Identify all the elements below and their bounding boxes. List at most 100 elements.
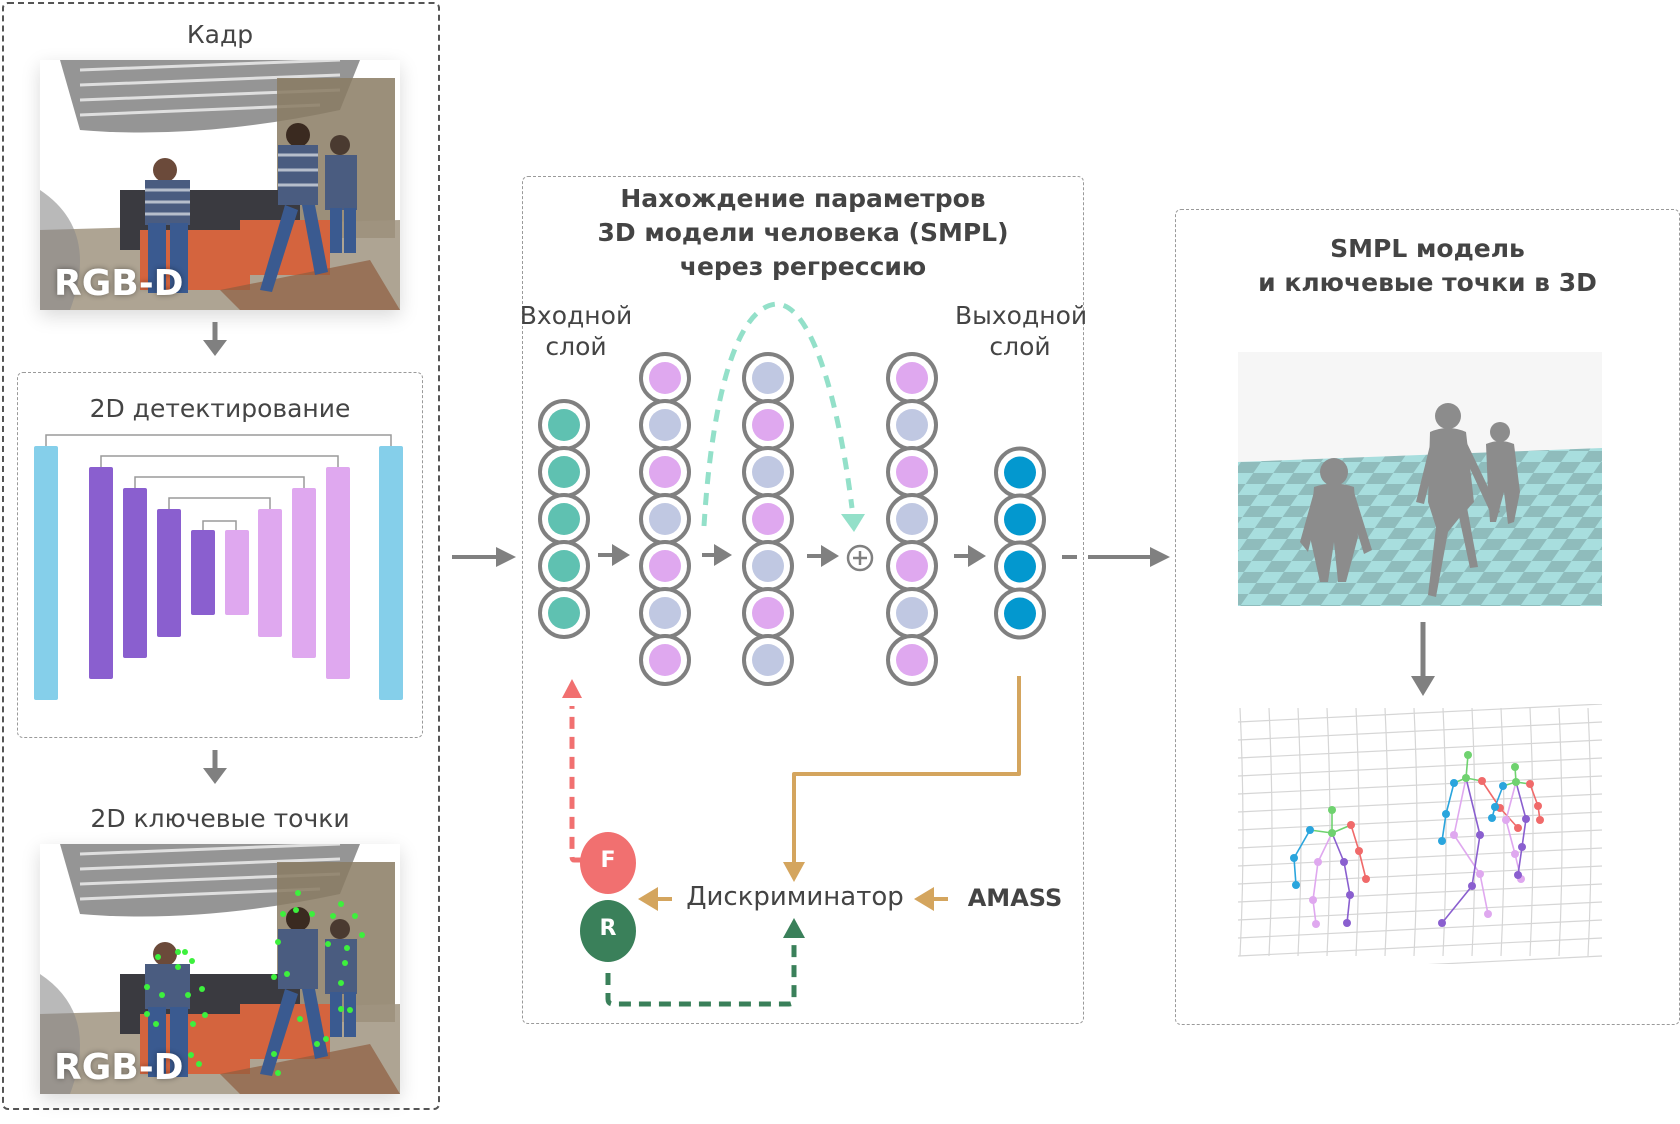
person-walking	[260, 123, 328, 292]
grid-line-vertical	[1558, 707, 1563, 957]
neuron-hidden	[896, 409, 928, 441]
joint	[1340, 858, 1348, 866]
grid-line-horizontal	[1237, 847, 1603, 867]
grid-line-horizontal	[1237, 901, 1603, 921]
neural-network-diagram	[538, 301, 1077, 1007]
neuron-hidden	[752, 644, 784, 676]
joint	[1328, 806, 1336, 814]
bone	[1346, 894, 1351, 924]
grid-line-horizontal	[1237, 721, 1603, 741]
unet-diagram	[34, 434, 403, 700]
fake-label: F	[600, 848, 616, 873]
bone	[1358, 850, 1367, 880]
rgbd-keypoints-image: RGB-D	[40, 844, 400, 1094]
joint	[1484, 910, 1492, 918]
real-label: R	[599, 916, 617, 941]
grid-line-horizontal	[1237, 883, 1603, 903]
bone	[1505, 781, 1517, 821]
joint	[1450, 831, 1458, 839]
neuron-hidden	[649, 644, 681, 676]
joint	[1511, 763, 1519, 771]
fake-node	[580, 832, 636, 894]
person-far	[325, 135, 357, 253]
grid-line-horizontal	[1237, 919, 1603, 939]
smpl-render-image	[1238, 352, 1602, 606]
bone	[1517, 846, 1523, 876]
unet-bar	[379, 446, 403, 700]
neuron-input	[548, 409, 580, 441]
joint	[1468, 882, 1476, 890]
bone	[1521, 818, 1527, 848]
regression-panel	[522, 176, 1084, 1024]
joint	[1343, 919, 1351, 927]
bone	[1343, 861, 1351, 896]
unet-bar	[258, 509, 282, 637]
joint	[1502, 816, 1510, 824]
joint	[1491, 803, 1499, 811]
neuron-hidden	[896, 597, 928, 629]
joint	[1514, 824, 1522, 832]
regression-title-line3: через регрессию	[679, 252, 927, 281]
grid-line-horizontal	[1428, 955, 1603, 964]
arrow-right-icon	[702, 544, 732, 566]
grid-line-horizontal	[1237, 793, 1603, 813]
joint	[1347, 821, 1355, 829]
joint	[1476, 870, 1484, 878]
left-pipeline-panel	[2, 2, 440, 1110]
joint	[1518, 843, 1526, 851]
amass-label: AMASS	[967, 884, 1063, 912]
unet-bar	[292, 488, 316, 658]
layer-arrows	[598, 544, 986, 567]
grid-line-vertical	[1297, 707, 1302, 957]
grid-line-horizontal	[1237, 704, 1603, 723]
smpl-title-line1: SMPL модель	[1330, 234, 1525, 263]
bone	[1505, 819, 1516, 855]
smpl-body	[1300, 458, 1372, 582]
joint	[1309, 896, 1317, 904]
joint	[1511, 850, 1519, 858]
smpl-bodies	[1300, 403, 1520, 597]
joint	[1438, 837, 1446, 845]
bone	[1350, 824, 1360, 852]
grid-line-horizontal	[1237, 937, 1603, 957]
arrow-right-icon	[807, 545, 839, 567]
neuron-hidden	[752, 362, 784, 394]
joint	[1438, 919, 1446, 927]
bone	[1465, 777, 1481, 836]
smpl-body	[1486, 422, 1520, 524]
neuron-input	[548, 456, 580, 488]
arrow-right-icon	[598, 544, 630, 566]
joint	[1512, 778, 1520, 786]
bone	[1312, 899, 1317, 925]
neuron-input	[548, 503, 580, 535]
output-layer-label-line1: Выходной	[955, 301, 1088, 330]
grid-line-horizontal	[1237, 739, 1603, 759]
neuron-hidden	[752, 456, 784, 488]
arrow-left-icon	[914, 887, 948, 911]
joint	[1346, 891, 1354, 899]
ground-grid	[1237, 704, 1603, 964]
grid-line-vertical	[1355, 707, 1360, 957]
joint	[1355, 847, 1363, 855]
neuron-input	[548, 597, 580, 629]
neuron-output	[1004, 550, 1036, 583]
joint	[1442, 810, 1450, 818]
arrow-down-icon	[1411, 622, 1435, 696]
joint	[1514, 871, 1522, 879]
neuron-hidden	[752, 550, 784, 582]
detection-panel	[17, 372, 423, 738]
skeleton-1	[1290, 806, 1370, 928]
bone	[1331, 832, 1345, 863]
unet-bar	[123, 488, 147, 658]
joint	[1464, 751, 1472, 759]
person-sitting	[145, 158, 190, 293]
bone	[1317, 832, 1333, 863]
joint	[1328, 829, 1336, 837]
bone	[1293, 857, 1297, 886]
grid-line-horizontal	[1237, 757, 1603, 777]
arrow-right-icon	[452, 547, 516, 567]
grid-line-vertical	[1239, 707, 1244, 957]
arrow-down-icon	[203, 750, 227, 784]
fake-feedback-line	[569, 706, 582, 863]
smpl-body	[1416, 403, 1500, 597]
